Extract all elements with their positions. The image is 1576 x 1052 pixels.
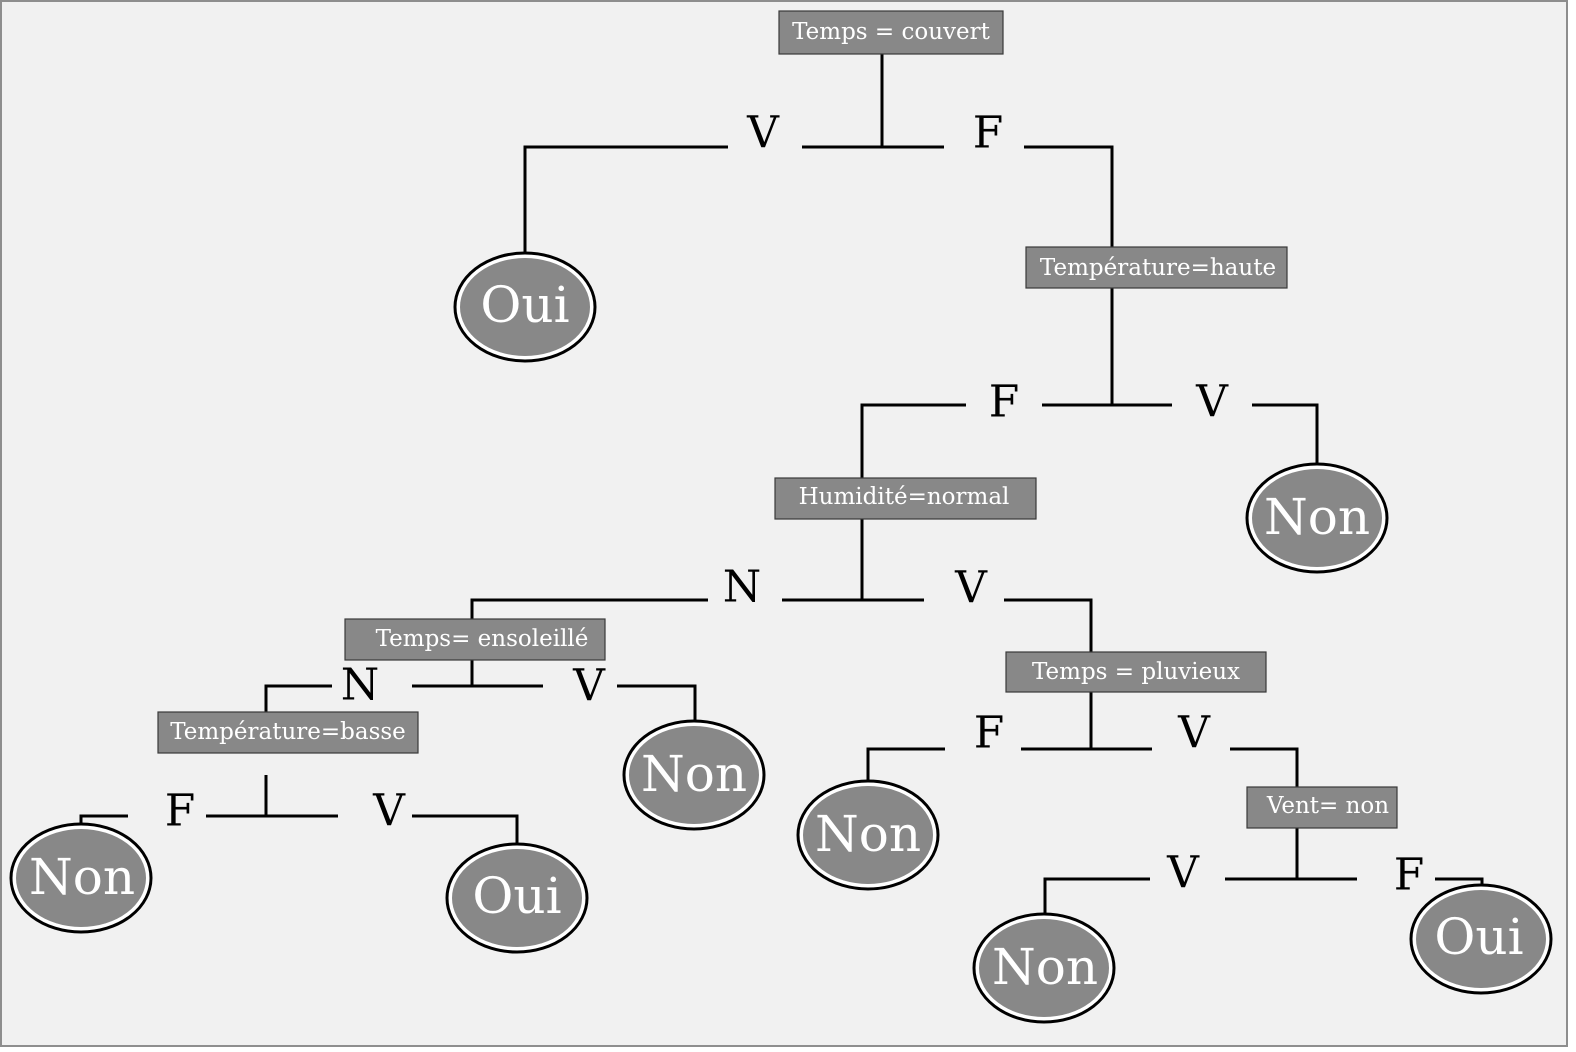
branch-hu-n: N — [723, 562, 762, 613]
edge-tp-v — [1091, 747, 1299, 787]
node-temps-pluvieux: Temps = pluvieux — [1005, 651, 1267, 693]
branch-te-n: N — [341, 660, 380, 711]
node-temps-ensoleille: Temps= ensoleillé — [344, 618, 606, 661]
edge-tp-f — [866, 747, 1091, 782]
branch-tb-v: V — [372, 786, 406, 837]
leaf-non-3: Non — [622, 719, 766, 831]
edge-tb-v — [266, 814, 519, 847]
node-humidite-label: Humidité=normal — [799, 484, 1010, 510]
branch-ve-v: V — [1166, 848, 1200, 899]
edges — [79, 54, 1484, 915]
branch-root-f: F — [973, 108, 1004, 159]
node-vent-label: Vent= non — [1266, 793, 1389, 819]
branch-te-v: V — [572, 661, 606, 712]
leaf-non-2: Non — [1245, 462, 1389, 574]
edge-te-n — [264, 684, 472, 712]
leaf-non-3-label: Non — [641, 745, 747, 803]
leaf-non-4: Non — [796, 779, 940, 891]
leaf-oui-6: Oui — [445, 842, 589, 954]
node-temps-pluvieux-label: Temps = pluvieux — [1032, 659, 1240, 685]
node-temperature-haute: Température=haute — [1025, 246, 1288, 289]
leaf-non-5-label: Non — [29, 848, 135, 906]
branch-hu-v: V — [954, 563, 988, 614]
branch-tp-v: V — [1177, 708, 1211, 759]
edge-th-v — [1112, 403, 1319, 465]
edge-th-f — [860, 403, 1112, 478]
node-temps-ensoleille-label: Temps= ensoleillé — [376, 626, 589, 652]
edge-te-v — [472, 684, 697, 722]
branch-ve-f: F — [1394, 850, 1425, 901]
node-temperature-haute-label: Température=haute — [1040, 255, 1276, 281]
node-temperature-basse: Température=basse — [157, 711, 419, 754]
edge-root-v — [523, 145, 882, 254]
edge-ve-v — [1043, 877, 1297, 915]
edge-root-f — [882, 145, 1114, 248]
leaf-oui-1: Oui — [453, 251, 597, 363]
node-temperature-basse-label: Température=basse — [170, 719, 406, 745]
leaf-non-4-label: Non — [815, 805, 921, 863]
branch-root-v: V — [746, 108, 780, 159]
branch-tb-f: F — [165, 786, 196, 837]
node-root: Temps = couvert — [778, 10, 1004, 55]
leaf-non-7-label: Non — [992, 938, 1098, 996]
edge-hu-n — [470, 598, 862, 620]
node-humidite: Humidité=normal — [774, 477, 1037, 520]
leaf-non-2-label: Non — [1264, 488, 1370, 546]
branch-th-v: V — [1195, 377, 1229, 428]
leaf-non-5: Non — [9, 822, 153, 934]
branch-th-f: F — [989, 377, 1020, 428]
branch-labels: V F F V N V N V F V F V V F — [165, 108, 1425, 901]
node-root-label: Temps = couvert — [792, 19, 991, 45]
edge-ve-f — [1297, 877, 1484, 887]
leaf-non-7: Non — [972, 912, 1116, 1024]
node-vent: Vent= non — [1246, 786, 1398, 829]
leaf-oui-6-label: Oui — [472, 867, 561, 925]
edge-hu-v — [862, 598, 1093, 652]
branch-tp-f: F — [974, 708, 1005, 759]
leaf-oui-1-label: Oui — [480, 276, 569, 334]
leaf-oui-8: Oui — [1409, 883, 1553, 995]
leaf-oui-8-label: Oui — [1434, 908, 1523, 966]
